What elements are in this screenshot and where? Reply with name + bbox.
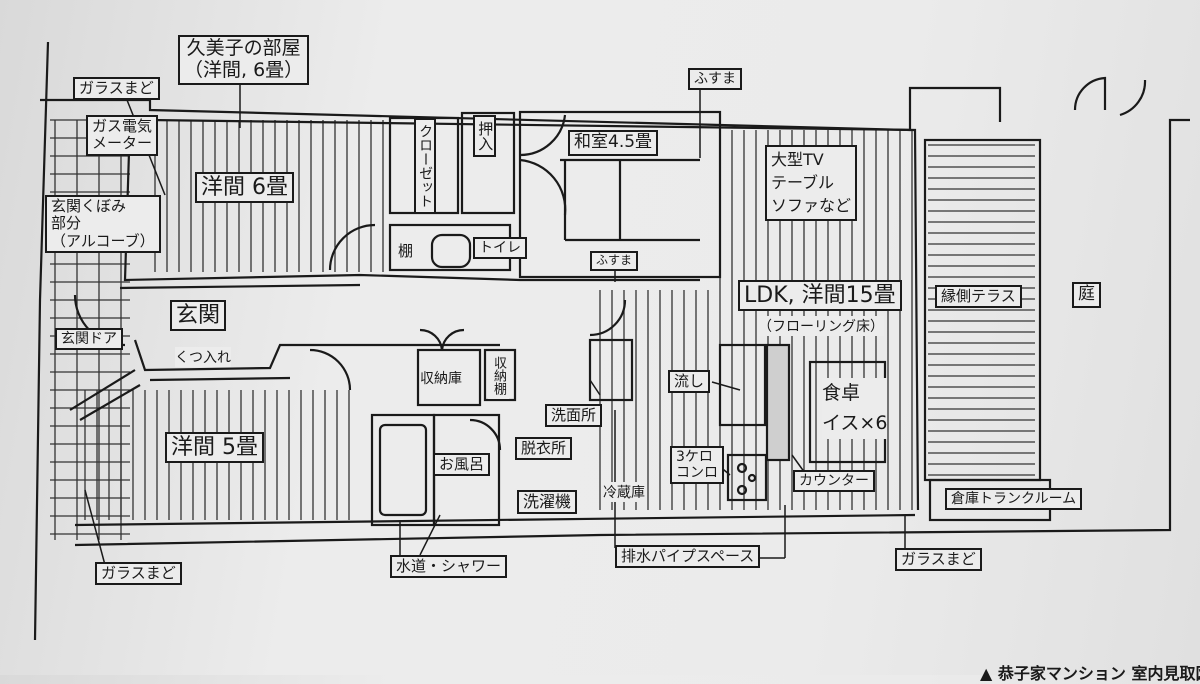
label-trunk-room: 倉庫トランクルーム	[945, 488, 1083, 511]
label-storage-shelf: 収納棚	[488, 352, 509, 399]
label-genkan: 玄関	[170, 300, 227, 332]
label-gas-meter: ガス電気 メーター	[86, 115, 159, 156]
living-furniture-line3: ソファなど	[771, 196, 852, 216]
label-western-room-6: 洋間 6畳	[195, 172, 294, 204]
label-water-shower: 水道・シャワー	[390, 555, 508, 579]
label-alcove: 玄関くぼみ 部分 （アルコーブ）	[45, 195, 161, 253]
label-counter: カウンター	[793, 470, 875, 493]
gas-meter-line2: メーター	[92, 134, 153, 153]
label-engawa-terrace: 縁側テラス	[935, 285, 1022, 309]
living-furniture-line1: 大型TV	[771, 150, 824, 169]
label-drain-pipe-space: 排水パイプスペース	[615, 545, 761, 569]
room-title-line1: 久美子の部屋	[186, 37, 301, 59]
label-garden: 庭	[1072, 282, 1101, 308]
label-genkan-door: 玄関ドア	[55, 328, 123, 351]
label-shelf: 棚	[398, 240, 414, 261]
label-fridge: 冷蔵庫	[603, 482, 645, 502]
dining-table-line2: イス×6	[822, 412, 888, 435]
label-closet: クローゼット	[414, 118, 437, 214]
label-flooring: （フローリング床）	[758, 316, 884, 336]
label-storage: 収納庫	[420, 368, 462, 388]
room-title-line2: （洋間, 6畳）	[184, 58, 304, 81]
label-ldk: LDK, 洋間15畳	[738, 280, 902, 312]
label-glass-window-bottom-left: ガラスまど	[95, 562, 182, 586]
gas-meter-line1: ガス電気	[92, 117, 153, 135]
label-living-furniture: 大型TV テーブル ソファなど	[765, 145, 858, 221]
label-dining-table: 食卓 イス×6	[822, 378, 888, 439]
label-fusuma-top: ふすま	[688, 68, 742, 91]
stove-line1: 3ケロ	[676, 449, 713, 465]
room-title-kumiko: 久美子の部屋 （洋間, 6畳）	[178, 35, 310, 85]
label-dressing-room: 脱衣所	[515, 437, 573, 461]
label-toilet: トイレ	[473, 237, 527, 260]
label-washing-machine: 洗濯機	[517, 490, 578, 515]
page-caption: ▲ 恭子家マンション 室内見取図	[980, 664, 1200, 683]
alcove-line1: 玄関くぼみ	[51, 197, 127, 215]
label-glass-window-top: ガラスまど	[73, 77, 160, 101]
arrows	[84, 85, 906, 566]
alcove-line3: （アルコーブ）	[51, 231, 155, 250]
label-sink: 流し	[668, 370, 711, 394]
stove-line2: コンロ	[676, 465, 718, 482]
label-bath: お風呂	[433, 453, 491, 477]
label-glass-window-bottom-right: ガラスまど	[895, 548, 982, 572]
label-stove: 3ケロ コンロ	[670, 446, 724, 485]
label-washroom: 洗面所	[545, 404, 603, 428]
label-fusuma-mid: ふすま	[590, 251, 639, 271]
living-furniture-line2: テーブル	[771, 173, 835, 193]
label-shoe-cabinet: くつ入れ	[175, 347, 231, 367]
alcove-line2: 部分	[51, 214, 82, 233]
label-washitsu: 和室4.5畳	[568, 130, 659, 156]
label-oshiire: 押入	[473, 115, 497, 157]
label-western-room-5: 洋間 5畳	[165, 432, 264, 464]
dining-table-line1: 食卓	[822, 382, 861, 404]
